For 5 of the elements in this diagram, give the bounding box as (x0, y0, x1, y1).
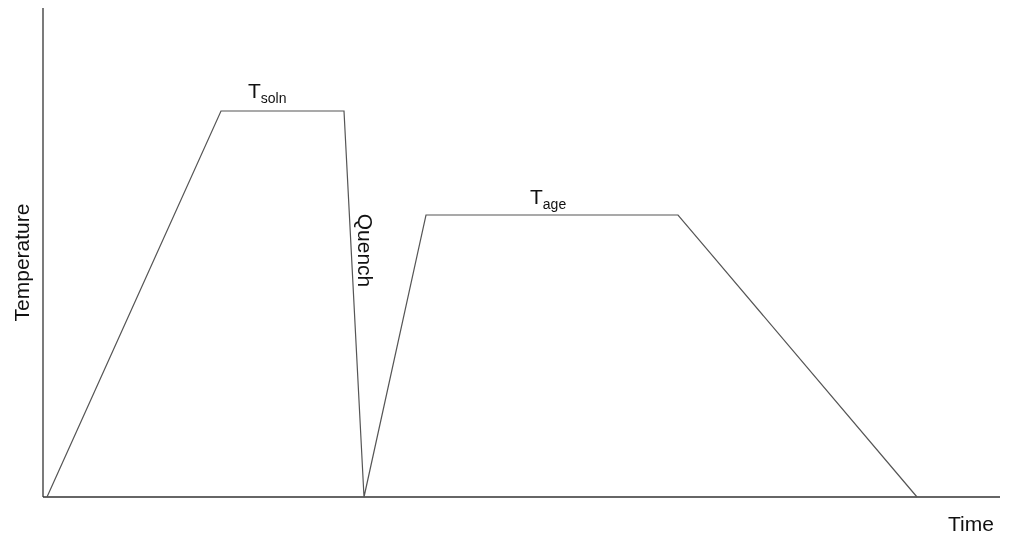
axis-title: Time (948, 513, 994, 534)
phase-label: Quench (355, 213, 377, 287)
temperature-label: T$_{age}$ (530, 186, 567, 212)
temperature-label: T$_{soln}$ (248, 80, 287, 106)
axis-title: Temperature (11, 203, 33, 321)
